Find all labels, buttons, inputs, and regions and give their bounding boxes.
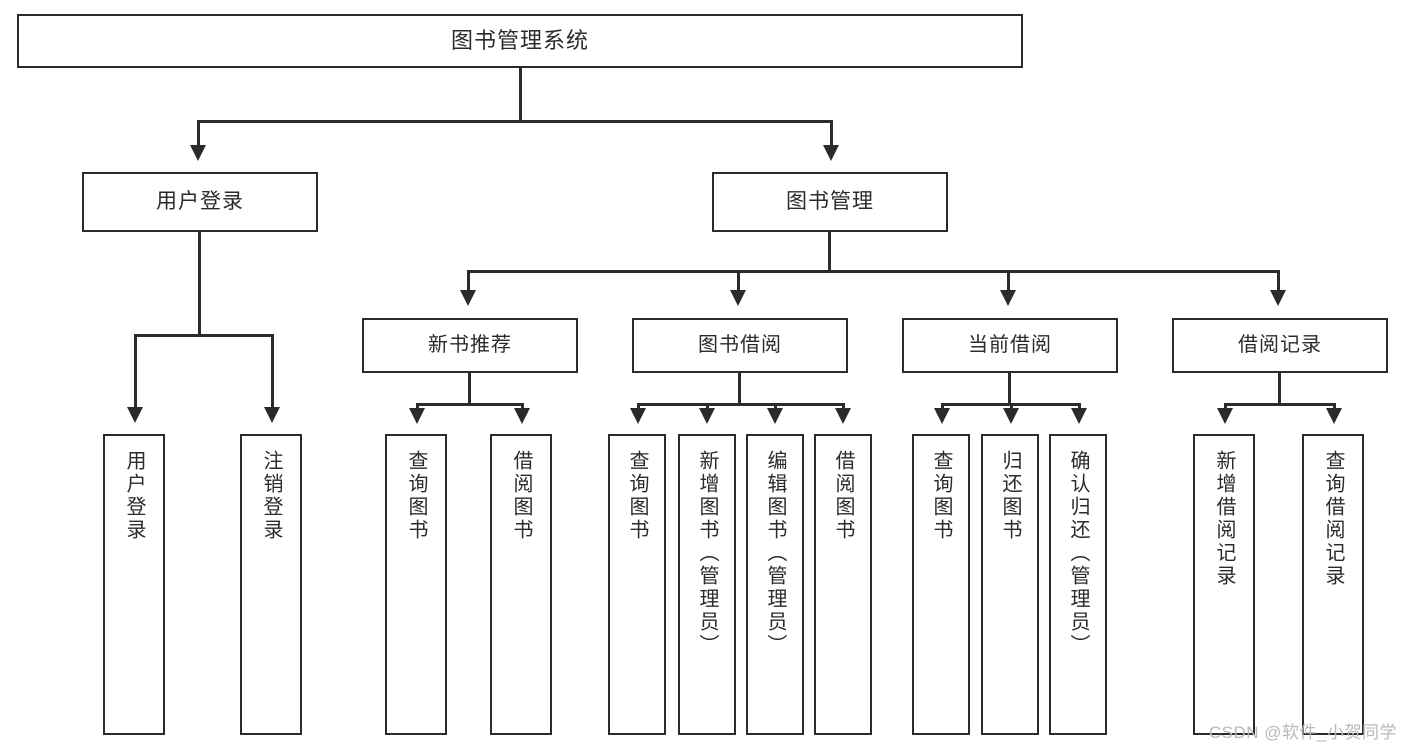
- node-borrow-records-label: 借阅记录: [1238, 334, 1322, 356]
- connector-login-child2: [271, 334, 274, 410]
- connector-current-child2: [1010, 403, 1013, 411]
- connector-recommend-bus: [416, 403, 524, 406]
- connector-login-bus: [134, 334, 274, 337]
- node-new-book-recommend[interactable]: 新书推荐: [362, 318, 578, 373]
- node-book-management-label: 图书管理: [786, 189, 874, 213]
- connector-bookmgmt-child3: [1007, 270, 1010, 292]
- leaf-query-borrow-record-label: 查询借阅记录: [1322, 450, 1344, 588]
- leaf-confirm-return-admin-label: 确认归还（管理员）: [1067, 450, 1089, 657]
- node-root-label: 图书管理系统: [450, 28, 589, 54]
- node-user-login[interactable]: 用户登录: [82, 172, 318, 232]
- leaf-borrow-books[interactable]: 借阅图书: [814, 434, 872, 735]
- connector-borrow-child4: [842, 403, 845, 411]
- arrow-bookmgmt-child4: [1270, 290, 1286, 306]
- node-book-management[interactable]: 图书管理: [712, 172, 948, 232]
- leaf-borrow-books-recommend-label: 借阅图书: [510, 450, 532, 542]
- leaf-logout-label: 注销登录: [260, 450, 282, 542]
- arrow-login-child1: [127, 407, 143, 423]
- connector-current-child1: [941, 403, 944, 411]
- leaf-query-books-borrow[interactable]: 查询图书: [608, 434, 666, 735]
- node-current-borrow-label: 当前借阅: [968, 334, 1052, 356]
- connector-bookmgmt-stem: [828, 232, 831, 272]
- leaf-add-borrow-record[interactable]: 新增借阅记录: [1193, 434, 1255, 735]
- arrow-records-child1: [1217, 408, 1233, 424]
- connector-current-stem: [1008, 373, 1011, 403]
- arrow-borrow-child4: [835, 408, 851, 424]
- leaf-query-books-current-label: 查询图书: [930, 450, 952, 542]
- arrow-root-to-bookmgmt: [823, 145, 839, 161]
- leaf-user-login[interactable]: 用户登录: [103, 434, 165, 735]
- connector-borrow-child2: [706, 403, 709, 411]
- connector-root-stem: [519, 68, 522, 120]
- arrow-recommend-child2: [514, 408, 530, 424]
- leaf-add-book-admin[interactable]: 新增图书（管理员）: [678, 434, 736, 735]
- leaf-query-books-recommend[interactable]: 查询图书: [385, 434, 447, 735]
- connector-records-bus: [1224, 403, 1336, 406]
- connector-current-child3: [1078, 403, 1081, 411]
- leaf-borrow-books-label: 借阅图书: [832, 450, 854, 542]
- leaf-logout[interactable]: 注销登录: [240, 434, 302, 735]
- node-book-borrow[interactable]: 图书借阅: [632, 318, 848, 373]
- connector-login-child1: [134, 334, 137, 410]
- leaf-edit-book-admin-label: 编辑图书（管理员）: [764, 450, 786, 657]
- node-book-borrow-label: 图书借阅: [698, 334, 782, 356]
- node-borrow-records[interactable]: 借阅记录: [1172, 318, 1388, 373]
- arrow-recommend-child1: [409, 408, 425, 424]
- connector-borrow-child1: [637, 403, 640, 411]
- leaf-query-books-current[interactable]: 查询图书: [912, 434, 970, 735]
- leaf-user-login-label: 用户登录: [123, 450, 145, 542]
- node-new-book-recommend-label: 新书推荐: [428, 334, 512, 356]
- connector-recommend-child1: [416, 403, 419, 411]
- connector-root-to-login: [197, 120, 200, 148]
- leaf-confirm-return-admin[interactable]: 确认归还（管理员）: [1049, 434, 1107, 735]
- arrow-bookmgmt-child3: [1000, 290, 1016, 306]
- connector-bookmgmt-bus: [467, 270, 1277, 273]
- connector-bookmgmt-child4: [1277, 270, 1280, 292]
- leaf-return-books[interactable]: 归还图书: [981, 434, 1039, 735]
- connector-recommend-stem: [468, 373, 471, 403]
- connector-root-bus: [197, 120, 833, 123]
- arrow-bookmgmt-child1: [460, 290, 476, 306]
- connector-borrow-stem: [738, 373, 741, 403]
- leaf-borrow-books-recommend[interactable]: 借阅图书: [490, 434, 552, 735]
- arrow-login-child2: [264, 407, 280, 423]
- arrow-records-child2: [1326, 408, 1342, 424]
- connector-borrow-bus: [637, 403, 845, 406]
- connector-records-child1: [1224, 403, 1227, 411]
- connector-recommend-child2: [521, 403, 524, 411]
- arrow-borrow-child1: [630, 408, 646, 424]
- arrow-current-child2: [1003, 408, 1019, 424]
- node-current-borrow[interactable]: 当前借阅: [902, 318, 1118, 373]
- arrow-borrow-child2: [699, 408, 715, 424]
- leaf-query-books-recommend-label: 查询图书: [405, 450, 427, 542]
- connector-root-to-bookmgmt: [830, 120, 833, 148]
- arrow-bookmgmt-child2: [730, 290, 746, 306]
- leaf-edit-book-admin[interactable]: 编辑图书（管理员）: [746, 434, 804, 735]
- leaf-return-books-label: 归还图书: [999, 450, 1021, 542]
- arrow-current-child3: [1071, 408, 1087, 424]
- arrow-borrow-child3: [767, 408, 783, 424]
- connector-records-child2: [1333, 403, 1336, 411]
- node-user-login-label: 用户登录: [156, 189, 244, 213]
- arrow-current-child1: [934, 408, 950, 424]
- arrow-root-to-login: [190, 145, 206, 161]
- connector-bookmgmt-child1: [467, 270, 470, 292]
- leaf-query-books-borrow-label: 查询图书: [626, 450, 648, 542]
- connector-bookmgmt-child2: [737, 270, 740, 292]
- leaf-add-borrow-record-label: 新增借阅记录: [1213, 450, 1235, 588]
- connector-login-stem: [198, 232, 201, 334]
- connector-borrow-child3: [774, 403, 777, 411]
- node-root[interactable]: 图书管理系统: [17, 14, 1023, 68]
- connector-records-stem: [1278, 373, 1281, 403]
- leaf-query-borrow-record[interactable]: 查询借阅记录: [1302, 434, 1364, 735]
- csdn-watermark: CSDN @软件_小贺同学: [1208, 723, 1397, 742]
- leaf-add-book-admin-label: 新增图书（管理员）: [696, 450, 718, 657]
